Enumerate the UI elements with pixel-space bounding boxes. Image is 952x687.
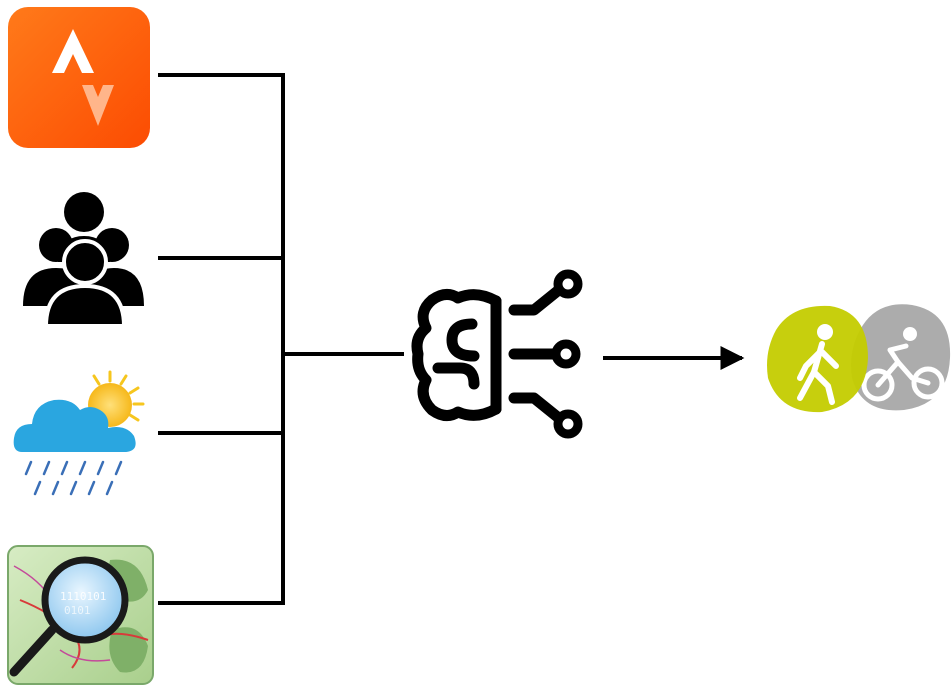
openstreetmap-icon: 1110101 0101 [7, 545, 154, 685]
cloud-icon [13, 399, 136, 452]
svg-text:0101: 0101 [64, 604, 91, 617]
walking-icon [767, 305, 868, 413]
strava-chevron-down-icon [82, 85, 114, 126]
circuit-nodes [551, 269, 583, 439]
input-connectors [158, 73, 404, 605]
crowd-icon [23, 192, 144, 328]
cycling-icon [851, 304, 951, 411]
svg-text:1110101: 1110101 [60, 590, 106, 603]
weather-icon [13, 370, 145, 496]
ai-brain-icon [411, 283, 566, 425]
magnifying-glass-icon: 1110101 0101 [9, 556, 129, 677]
strava-app-icon [8, 7, 150, 148]
sun-rays-icon [92, 370, 145, 422]
rain-icon [24, 460, 123, 496]
strava-chevron-up-icon [52, 29, 94, 73]
